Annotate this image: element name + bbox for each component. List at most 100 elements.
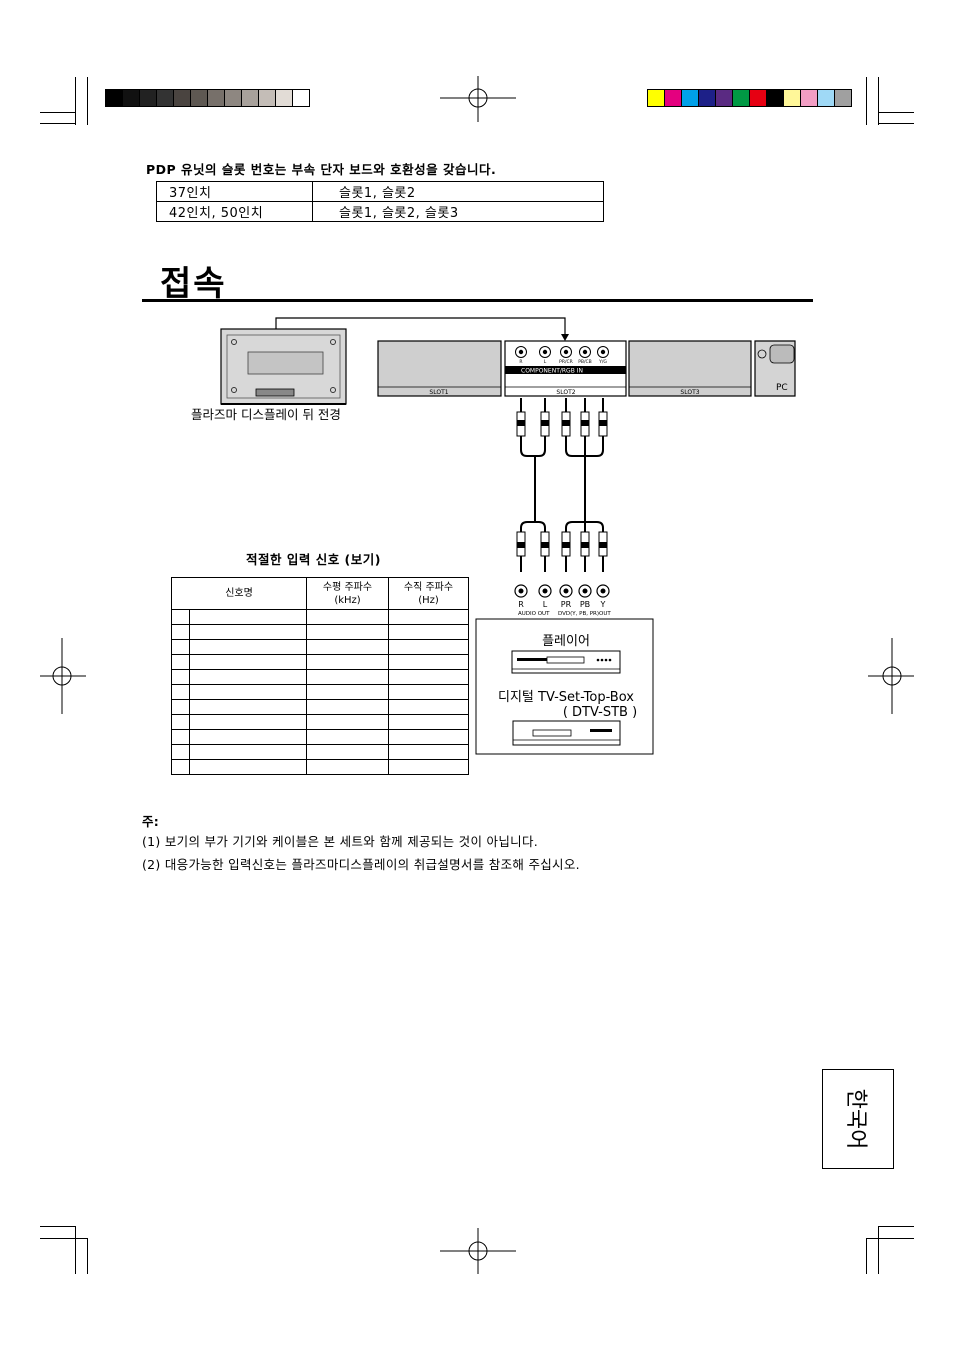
gray-swatch [190,89,208,107]
table-cell [388,639,469,655]
table-row [171,669,469,685]
gray-swatch [241,89,259,107]
table-cell [189,759,307,775]
language-tab: 한국어 [822,1069,894,1169]
gray-swatch [258,89,276,107]
stb-label-line1: 디지털 TV-Set-Top-Box [498,690,634,705]
table-row [171,654,469,670]
table-cell [388,609,469,625]
gray-swatch [139,89,157,107]
color-swatch [732,89,750,107]
color-swatch [647,89,665,107]
rca-plug [516,398,526,437]
table-cell [171,654,190,670]
slot1-panel: SLOT1 [377,340,502,397]
stb-label-line2: ( DTV-STB ) [563,705,637,720]
rear-view-caption: 플라즈마 디스플레이 뒤 전경 [191,407,341,422]
rca-plug [580,531,590,572]
gray-swatch [207,89,225,107]
size-cell: 37인치 [156,181,313,202]
registration-mark-left [40,638,86,714]
source-jack-label: L [543,600,548,609]
board-jacks: R L PR/CR PB/CB Y/G [515,346,609,365]
table-cell [189,684,307,700]
board-jack-label: R [519,359,522,365]
table-cell [388,699,469,715]
table-cell [306,654,389,670]
gray-swatch [224,89,242,107]
registration-mark-bottom [440,1228,516,1274]
pc-label: PC [776,383,788,393]
slot3-label: SLOT3 [680,389,699,396]
table-cell [388,669,469,685]
table-cell [306,684,389,700]
source-jack-label: PR [561,600,572,609]
rca-plug [561,531,571,572]
table-cell [189,639,307,655]
board-jack-label: PR/CR [559,359,573,365]
signal-table: 신호명 수평 주파수 (kHz) 수직 주파수 (Hz) [171,577,469,775]
table-cell [189,624,307,640]
notes-label: 주: [142,814,160,829]
table-cell [388,744,469,760]
rca-plug [598,531,608,572]
section-rule [142,299,813,302]
note-item-1: (1) 보기의 부가 기기와 케이블은 본 세트와 함께 제공되는 것이 아닙니… [142,834,539,849]
gray-swatch [105,89,123,107]
connection-diagram: 플라즈마 디스플레이 뒤 전경 SLOT1 COMPONENT/RGB IN S… [191,317,796,755]
header-signal-name: 신호명 [171,577,307,610]
color-swatch [681,89,699,107]
board-jack-label: L [544,359,547,365]
board-jack: Y/G [597,346,609,365]
source-jack: Y [596,584,610,609]
rca-plug [561,398,571,437]
rca-plug [516,531,526,572]
slots-cell: 슬롯1, 슬롯2, 슬롯3 [312,201,604,222]
source-jack: PR [559,584,573,609]
slot3-panel: SLOT3 [628,340,752,397]
table-header-row: 신호명 수평 주파수 (kHz) 수직 주파수 (Hz) [171,577,469,610]
table-cell [171,729,190,745]
color-swatch [698,89,716,107]
table-cell [189,609,307,625]
slot2-label: SLOT2 [556,389,575,396]
table-cell [388,729,469,745]
board-jack: L [539,346,551,365]
table-cell [306,639,389,655]
slot-compat-table: 37인치 슬롯1, 슬롯2 42인치, 50인치 슬롯1, 슬롯2, 슬롯3 [156,181,604,222]
board-jack: PB/CB [578,346,592,365]
table-row [171,729,469,745]
table-cell [388,624,469,640]
compat-heading: PDP 유닛의 슬롯 번호는 부속 단자 보드와 호환성을 갖습니다. [146,162,497,177]
source-jack: L [538,584,552,609]
table-row [171,609,469,625]
table-row [171,624,469,640]
table-row [171,684,469,700]
table-cell [171,744,190,760]
table-cell [189,669,307,685]
table-row [171,744,469,760]
board-jack: R [515,346,527,365]
table-row [171,639,469,655]
table-cell [171,624,190,640]
header-h-freq: 수평 주파수 (kHz) [306,577,389,610]
table-cell [306,759,389,775]
language-tab-label: 한국어 [843,1088,868,1150]
table-cell [189,699,307,715]
table-cell [388,654,469,670]
color-swatch [766,89,784,107]
color-swatch [783,89,801,107]
table-cell [306,699,389,715]
table-cell [171,684,190,700]
board-label: COMPONENT/RGB IN [521,368,583,375]
source-jack: PB [578,584,592,609]
gray-swatch [122,89,140,107]
source-jack-label: R [518,600,524,609]
color-swatch [817,89,835,107]
rca-plug [540,398,550,437]
table-cell [306,609,389,625]
rca-plug [598,398,608,437]
table-row: 42인치, 50인치 슬롯1, 슬롯2, 슬롯3 [156,201,604,222]
board-jack-label: PB/CB [578,359,592,365]
table-cell [388,684,469,700]
